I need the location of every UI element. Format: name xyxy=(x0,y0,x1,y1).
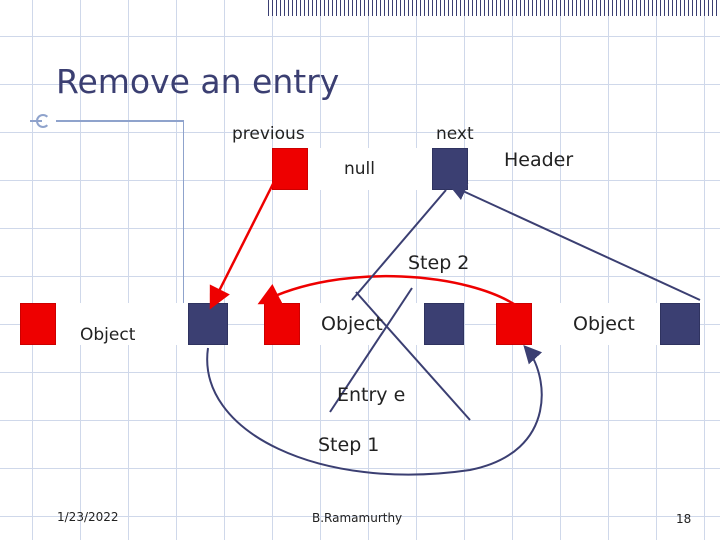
label-step2: Step 2 xyxy=(408,252,470,274)
label-step1: Step 1 xyxy=(318,434,380,456)
arrow-blue-right-to-header xyxy=(448,183,701,301)
arrow-blue-header-to-mid xyxy=(351,189,447,301)
title-underline xyxy=(56,120,184,122)
label-object-1: Object xyxy=(80,325,136,345)
object-node-1-prev-cell xyxy=(20,303,56,345)
object-node-2-next-cell xyxy=(424,303,464,345)
label-object-2: Object xyxy=(321,313,383,335)
label-header: Header xyxy=(504,149,574,171)
header-node-next-cell xyxy=(432,148,468,190)
label-null: null xyxy=(344,159,375,179)
header-hatch-bar xyxy=(268,0,720,16)
page-title: Remove an entry xyxy=(56,62,340,101)
header-node-data-cell xyxy=(308,148,432,190)
object-node-1-data-cell xyxy=(56,303,188,345)
title-vertical-rule xyxy=(183,120,184,320)
label-next: next xyxy=(436,124,474,144)
bullet-dash-icon xyxy=(30,120,42,122)
arrow-red-header-to-left xyxy=(209,169,282,310)
label-object-3: Object xyxy=(573,313,635,335)
object-node-3-next-cell xyxy=(660,303,700,345)
header-node-prev-cell xyxy=(272,148,308,190)
object-node-3-prev-cell xyxy=(496,303,532,345)
label-entry-e: Entry e xyxy=(337,384,406,406)
object-node-2-prev-cell xyxy=(264,303,300,345)
label-previous: previous xyxy=(232,124,305,144)
object-node-3-data-cell xyxy=(532,303,660,345)
footer-date: 1/23/2022 xyxy=(57,510,119,524)
footer-author: B.Ramamurthy xyxy=(312,511,403,525)
object-node-1-next-cell xyxy=(188,303,228,345)
footer-page-number: 18 xyxy=(676,512,692,526)
